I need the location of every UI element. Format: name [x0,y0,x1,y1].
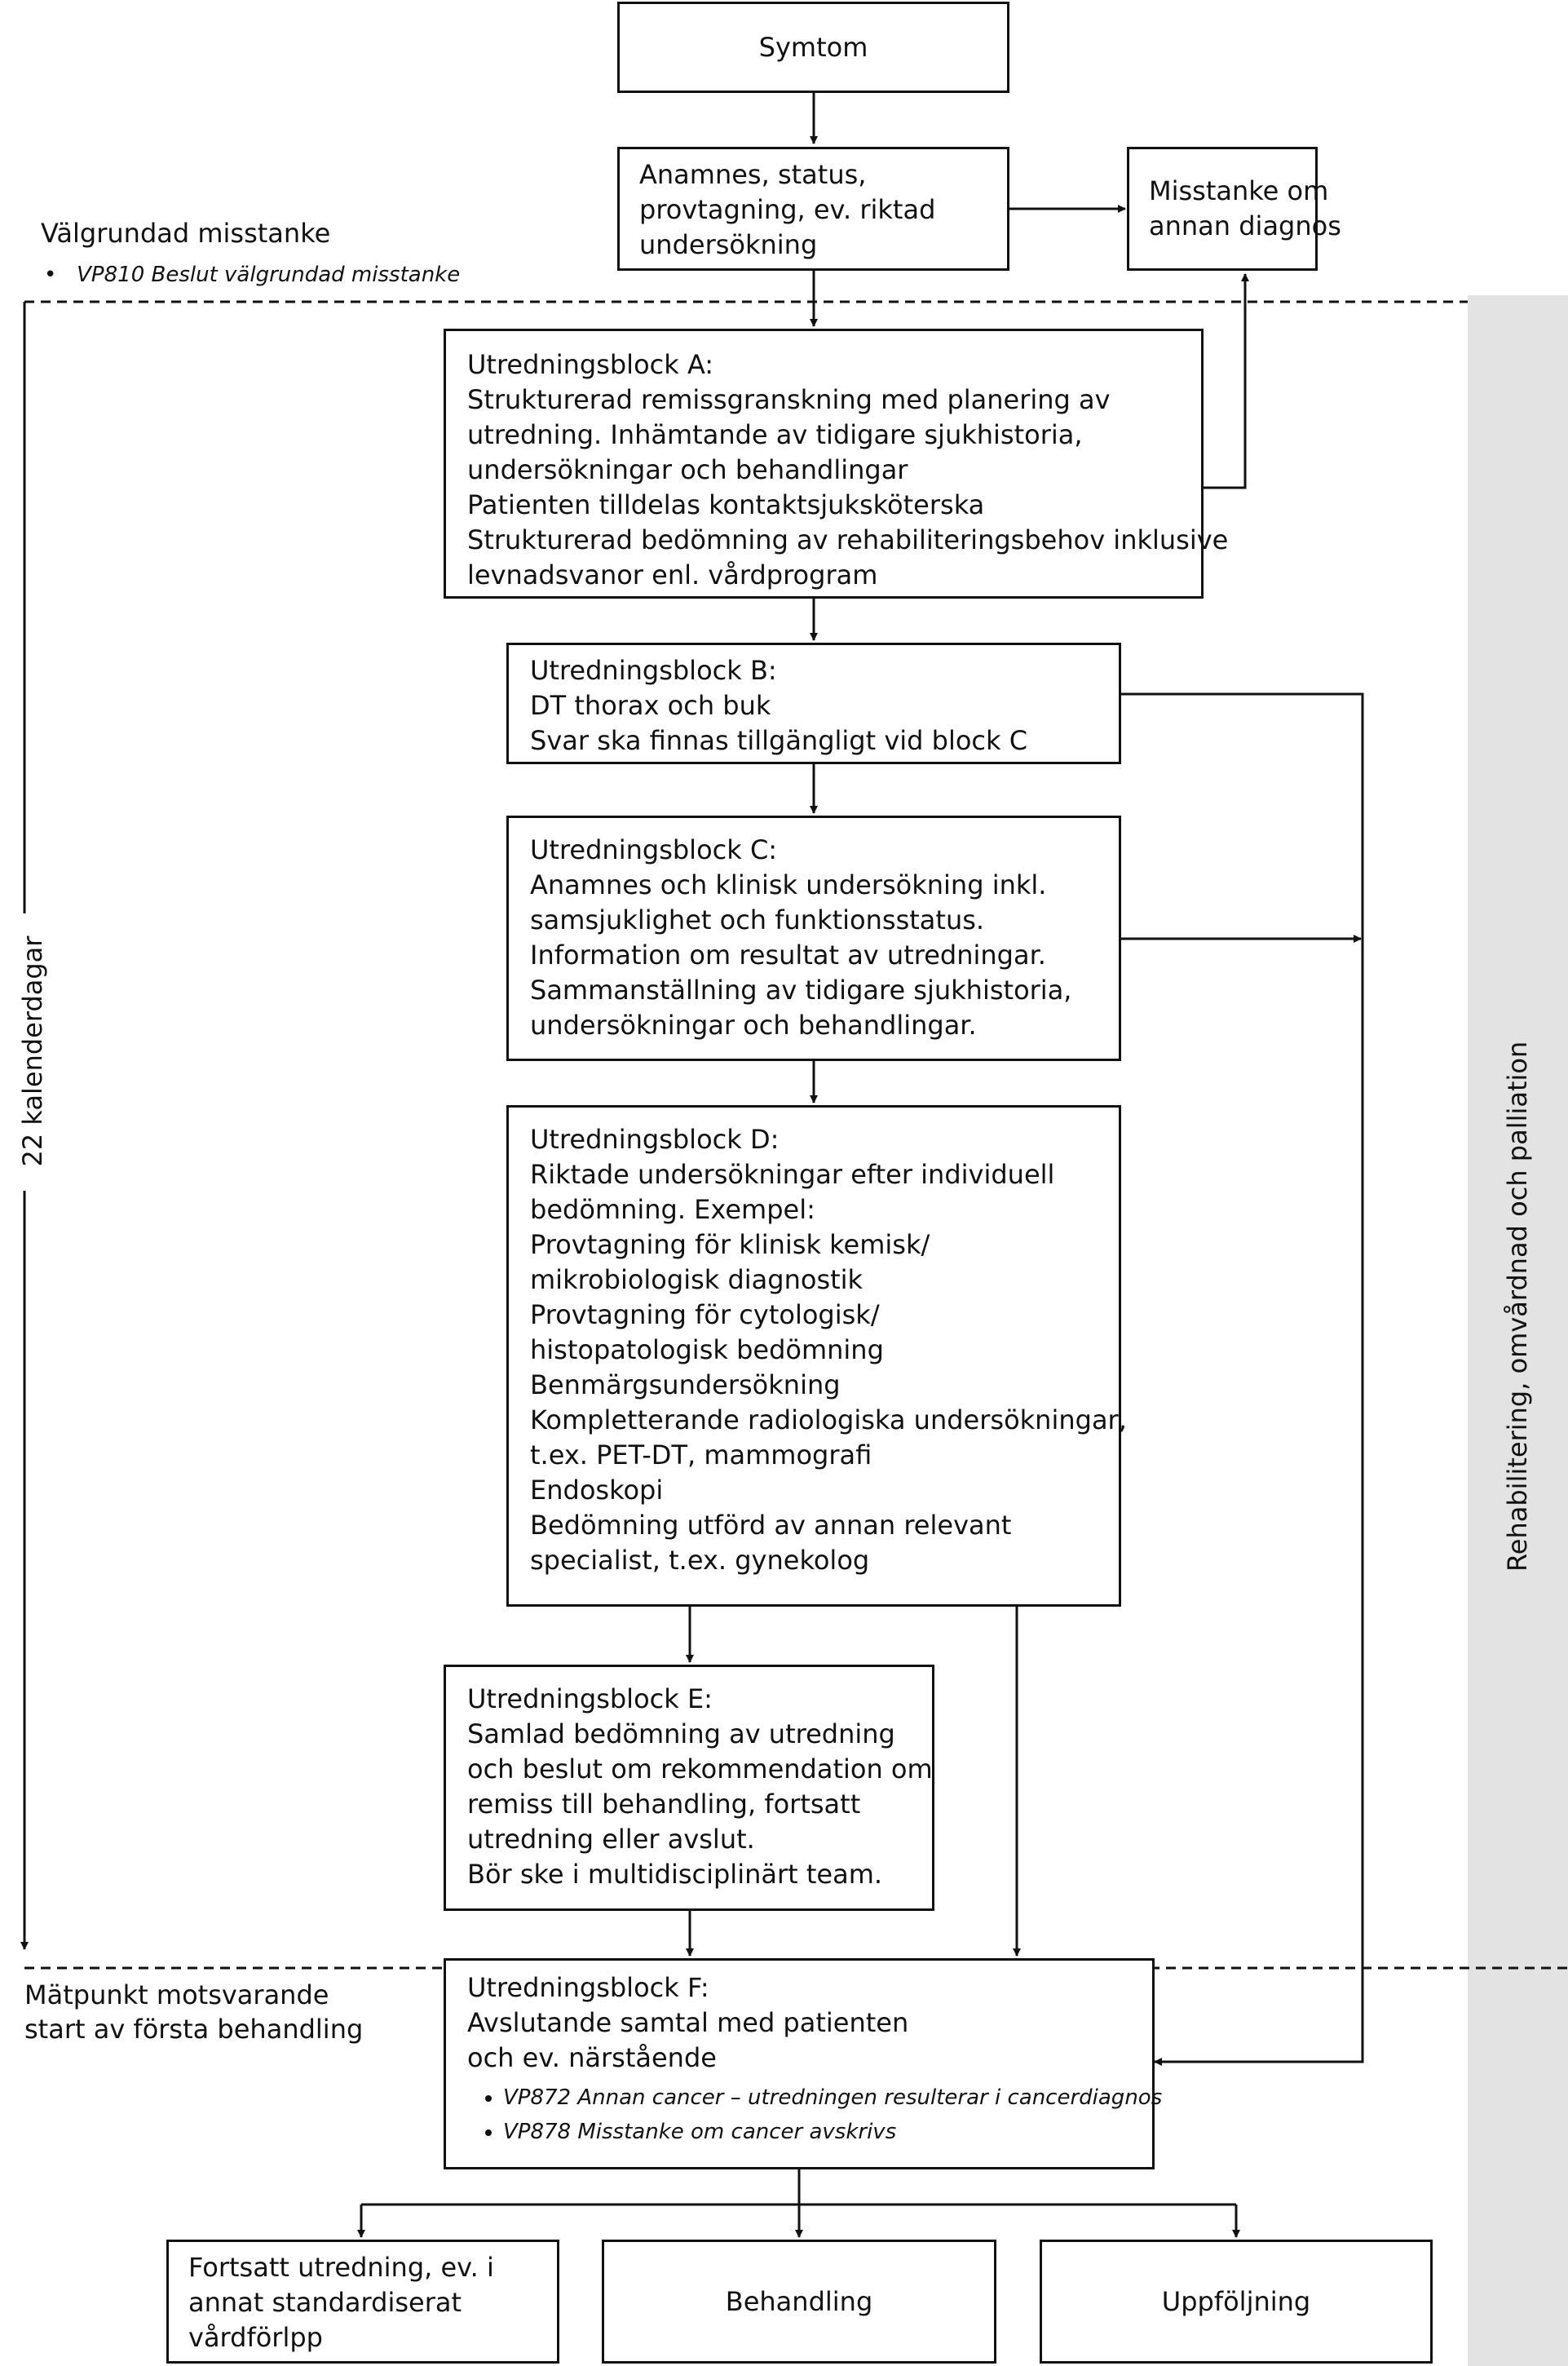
box-block-f: Utredningsblock F: Avslutande samtal med… [444,1958,1162,2169]
block-d-line: bedömning. Exempel: [530,1194,815,1225]
block-e-line: Samlad bedömning av utredning [467,1718,895,1749]
matpunkt-label: Mätpunkt motsvarande start av första beh… [24,1978,363,2046]
block-c-line: Information om resultat av utredningar. [530,940,1046,971]
block-e-line: Utredningsblock E: [467,1683,713,1714]
box-block-a: Utredningsblock A: Strukturerad remissgr… [444,329,1229,599]
block-b-line: Svar ska finnas tillgängligt vid block C [530,725,1028,756]
block-e-line: Bör ske i multidisciplinärt team. [467,1859,883,1890]
box-block-d: Utredningsblock D: Riktade undersökninga… [506,1105,1127,1607]
fortsatt-line: annat standardiserat [188,2287,462,2318]
block-f-line: Utredningsblock F: [467,1972,709,2003]
box-block-c: Utredningsblock C: Anamnes och klinisk u… [506,816,1121,1061]
block-c-line: undersökningar och behandlingar. [530,1010,977,1041]
fortsatt-line: Fortsatt utredning, ev. i [188,2252,494,2283]
block-f-bullet: VP872 Annan cancer – utredningen resulte… [503,2081,1162,2115]
block-d-line: Riktade undersökningar efter individuell [530,1159,1055,1190]
side-band [1468,295,1568,2366]
fortsatt-line: vårdförlpp [188,2322,323,2353]
side-label: Rehabilitering, omvårdnad och palliation [1502,1041,1533,1572]
block-e-line: och beslut om rekommendation om [467,1753,933,1784]
anamnes-line: Anamnes, status, [639,159,867,190]
block-a-line: utredning. Inhämtande av tidigare sjukhi… [467,419,1083,450]
block-f-line: och ev. närstående [467,2042,717,2073]
block-c-line: samsjuklighet och funktionsstatus. [530,904,985,935]
block-d-line: t.ex. PET-DT, mammografi [530,1440,872,1470]
block-c-line: Anamnes och klinisk undersökning inkl. [530,869,1047,900]
block-a-line: Strukturerad remissgranskning med planer… [467,384,1111,415]
block-d-line: Endoskopi [530,1475,664,1506]
block-c-line: Sammanställning av tidigare sjukhistoria… [530,975,1072,1006]
behandling-label: Behandling [725,2285,873,2317]
block-a-line: Patienten tilldelas kontaktsjuksköterska [467,489,985,520]
box-symtom-label: Symtom [758,31,868,63]
block-f-line: Avslutande samtal med patienten [467,2007,909,2038]
block-d-line: Provtagning för klinisk kemisk/ [530,1229,930,1260]
block-d-line: Benmärgsundersökning [530,1369,841,1400]
block-b-line: Utredningsblock B: [530,655,777,686]
box-fortsatt: Fortsatt utredning, ev. i annat standard… [166,2240,559,2364]
misstanke-line: annan diagnos [1149,210,1341,241]
block-d-line: histopatologisk bedömning [530,1334,884,1365]
arrow-blockb-blockf [1120,692,1364,2066]
block-e-line: remiss till behandling, fortsatt [467,1789,861,1820]
valgrundad-bullet: • VP810 Beslut välgrundad misstanke [44,263,460,287]
block-d-line: Bedömning utförd av annan relevant [530,1510,1012,1541]
block-d-line: mikrobiologisk diagnostik [530,1264,864,1295]
block-b-line: DT thorax och buk [530,690,771,721]
box-anamnes: Anamnes, status, provtagning, ev. riktad… [617,147,1009,271]
block-a-line: undersökningar och behandlingar [467,454,908,485]
box-symtom: Symtom [617,2,1009,93]
box-uppfoljning: Uppföljning [1040,2240,1433,2364]
anamnes-line: undersökning [639,229,818,260]
misstanke-line: Misstanke om [1149,175,1329,206]
anamnes-line: provtagning, ev. riktad [639,194,936,225]
block-a-line: levnadsvanor enl. vårdprogram [467,559,878,590]
arrow-blocka-misstanke [1202,273,1249,489]
block-d-line: specialist, t.ex. gynekolog [530,1545,870,1576]
matpunkt-line: Mätpunkt motsvarande [24,1979,329,2010]
uppfoljning-label: Uppföljning [1161,2285,1311,2317]
block-a-line: Strukturerad bedömning av rehabilitering… [467,524,1229,555]
block-d-line: Utredningsblock D: [530,1124,780,1155]
block-f-bullets: VP872 Annan cancer – utredningen resulte… [467,2081,1162,2149]
matpunkt-line: start av första behandling [24,2014,364,2045]
days-label: 22 kalenderdagar [17,935,48,1167]
block-d-line: Kompletterande radiologiska undersökning… [530,1404,1127,1435]
box-block-b: Utredningsblock B: DT thorax och buk Sva… [506,643,1121,764]
box-misstanke: Misstanke om annan diagnos [1127,147,1341,271]
bullet-dot-icon: • [44,263,77,287]
valgrundad-label: Välgrundad misstanke [41,218,331,249]
block-e-line: utredning eller avslut. [467,1824,755,1855]
box-block-e: Utredningsblock E: Samlad bedömning av u… [444,1665,934,1911]
block-d-line: Provtagning för cytologisk/ [530,1299,880,1330]
block-a-line: Utredningsblock A: [467,349,714,380]
valgrundad-bullet-text: VP810 Beslut välgrundad misstanke [77,263,461,287]
block-c-line: Utredningsblock C: [530,834,778,865]
block-f-bullet: VP878 Misstanke om cancer avskrivs [503,2115,1131,2149]
box-behandling: Behandling [602,2240,996,2364]
